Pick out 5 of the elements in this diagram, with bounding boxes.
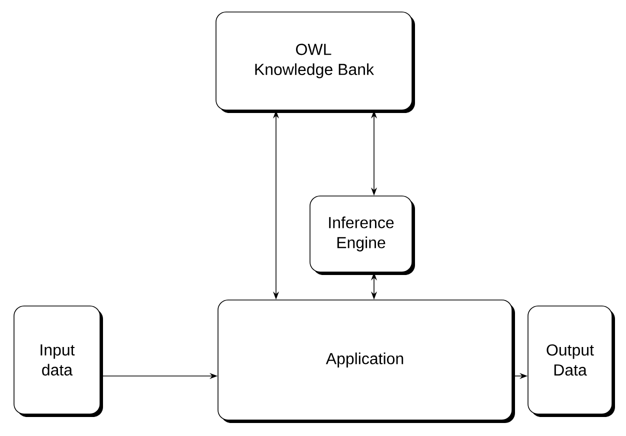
process-box: Output Data bbox=[528, 306, 615, 417]
process-box: Application bbox=[218, 300, 515, 423]
process-box: Inference Engine bbox=[310, 196, 415, 275]
process-box: OWL Knowledge Bank bbox=[216, 12, 415, 113]
process-box: Input data bbox=[14, 306, 103, 417]
